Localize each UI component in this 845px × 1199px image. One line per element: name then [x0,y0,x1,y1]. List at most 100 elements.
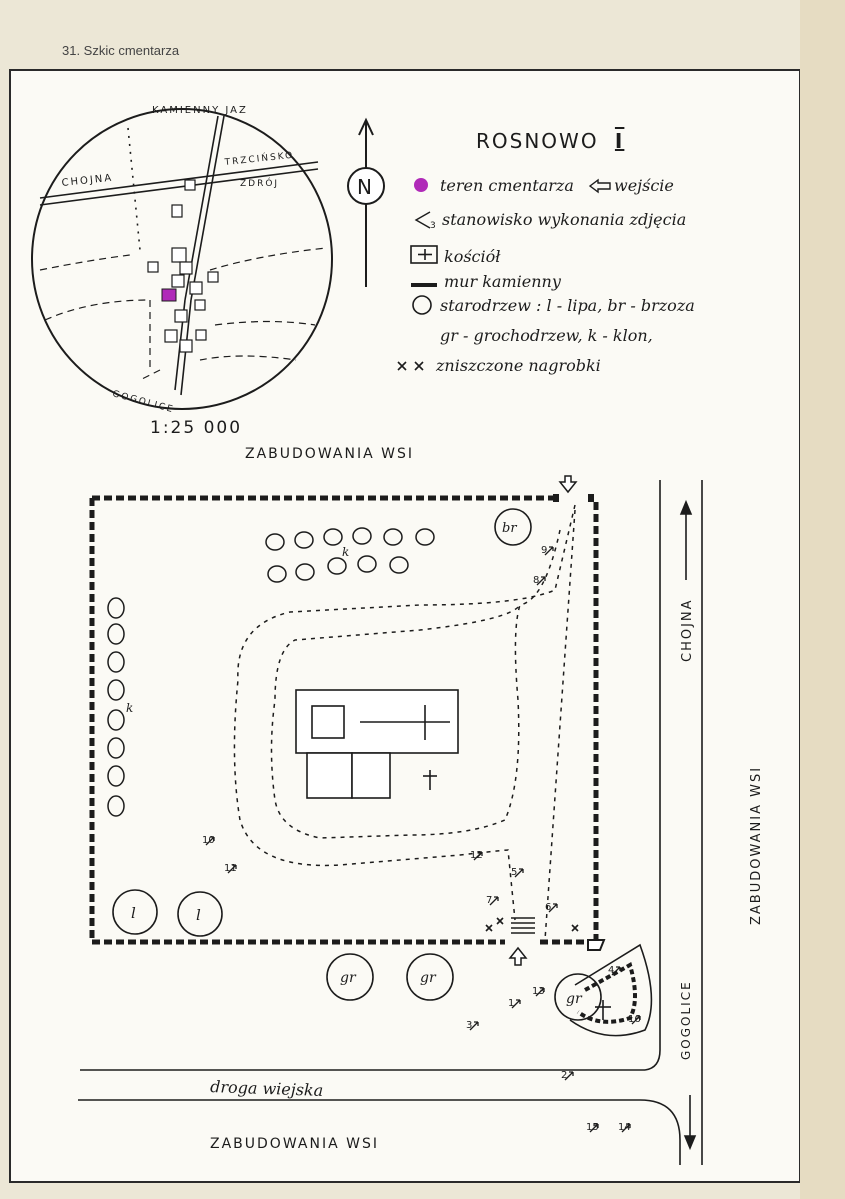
legend-wall-icon [411,283,437,287]
photo-arrow-icon [473,851,483,861]
road-label-droga-wiejska: droga wiejska [210,1077,324,1100]
photo-station-number: 2 [561,1070,567,1081]
tree-linden-1 [112,889,158,935]
label-village-top: ZABUDOWANIA WSI [245,446,414,462]
inset-label-kamienny-jaz: KAMIENNY JAZ [152,105,248,116]
photo-station-8: 8 [533,575,546,586]
tree-locust-1 [326,953,374,1001]
photo-station-number: 8 [533,575,539,586]
legend-entrance-icon [588,178,611,194]
photo-arrow-icon [535,987,545,997]
photo-arrow-icon [589,1123,599,1133]
page-header: 31. Szkic cmentarza [62,43,180,58]
tree-linden-2 [177,891,223,937]
tree-maple [107,623,125,645]
photo-station-5: 5 [511,867,524,878]
legend-church-icon [410,245,438,264]
legend-trees-line1: starodrzew : l - lipa, br - brzoza [440,296,695,315]
north-arrow [347,117,385,287]
photo-station-number: 7 [486,895,492,906]
photo-station-15: 15 [586,1122,599,1133]
tree-maple [107,765,125,787]
legend-destroyed-label: zniszczone nagrobki [435,356,601,375]
legend-entrance-label: wejście [614,176,674,195]
entrance-arrow-top [558,475,578,494]
inset-label-chojna: CHOJNA [61,173,114,189]
photo-station-number: 3 [466,1020,472,1031]
photo-station-number: 12 [470,850,483,861]
tree-birch [494,508,532,546]
legend-trees-line2: gr - grochodrzew, k - klon, [440,326,653,345]
tree-maple [265,533,285,551]
inset-map-circle [31,108,333,410]
tree-maple [107,679,125,701]
tree-locust-1-label: gr [340,970,357,986]
direction-arrow-chojna [679,499,693,580]
tree-maple [389,556,409,574]
label-village-right: ZABUDOWANIA WSI [749,766,764,925]
tree-group-left [107,597,125,817]
photo-arrow-icon [548,903,558,913]
tree-maple [267,565,287,583]
legend-cemetery-label: teren cmentarza [440,176,574,195]
photo-station-4: 4 [608,965,621,976]
inset-label-zdroj: ZDRÓJ [240,177,279,189]
photo-station-number: 9 [541,545,547,556]
photo-arrow-icon [621,1123,631,1133]
tree-linden-2-label: l [196,906,201,924]
tree-maple [107,597,125,619]
title-prefix: ROSNOWO [476,129,599,153]
photo-station-3: 3 [466,1020,479,1031]
tree-locust-2 [406,953,454,1001]
photo-arrow-icon [631,1015,641,1025]
right-margin-tint [800,0,845,1199]
church-building [295,689,459,799]
photo-station-number: 10 [202,835,215,846]
memorial-enclosure [554,943,653,1037]
photo-arrow-icon [544,546,554,556]
legend-photo-station-label: stanowisko wykonania zdjęcia [442,210,686,229]
photo-arrow-icon [205,836,215,846]
roads [78,480,703,1165]
photo-station-11: 11 [224,863,237,874]
inset-map: KAMIENNY JAZ CHOJNA TRZCIŃSKO ZDRÓJ GOGO… [31,105,333,415]
tree-maple [294,531,314,549]
tree-maple [107,651,125,673]
tree-maple [327,557,347,575]
photo-station-2: 2 [561,1070,574,1081]
photo-station-number: 6 [545,902,551,913]
north-letter: N [357,175,372,199]
photo-arrow-icon [536,576,546,586]
entrance-arrow-bottom [508,946,528,966]
photo-station-number: 14 [618,1122,631,1133]
photo-station-1: 1 [508,998,521,1009]
photo-arrow-icon [564,1071,574,1081]
legend-photo-station-number: 3 [430,221,436,231]
tree-maple [357,555,377,573]
legend: teren cmentarza wejście 3 stanowisko wyk… [397,176,695,375]
direction-arrow-gogolice [683,1095,697,1151]
inset-map-dashed-paths [39,247,327,381]
title-numeral: I [615,129,624,153]
photo-station-9: 9 [541,545,554,556]
tree-maple [415,528,435,546]
photo-station-number: 4 [608,965,614,976]
tree-maple [107,795,125,817]
photo-arrow-icon [489,896,499,906]
label-village-bottom: ZABUDOWANIA WSI [210,1136,379,1152]
photo-station-number: 1 [508,998,514,1009]
photo-station-6: 6 [545,902,558,913]
legend-cemetery-swatch [414,178,428,192]
gate-corner [587,939,606,951]
photo-station-12: 12 [470,850,483,861]
tree-k-top: k [342,545,349,559]
tree-group-top [265,527,435,583]
photo-station-7: 7 [486,895,499,906]
tree-linden-1-label: l [131,904,136,922]
legend-tree-icon [412,295,432,315]
photo-station-number: 5 [511,867,517,878]
photo-arrow-icon [469,1021,479,1031]
tree-locust-2-label: gr [420,970,437,986]
